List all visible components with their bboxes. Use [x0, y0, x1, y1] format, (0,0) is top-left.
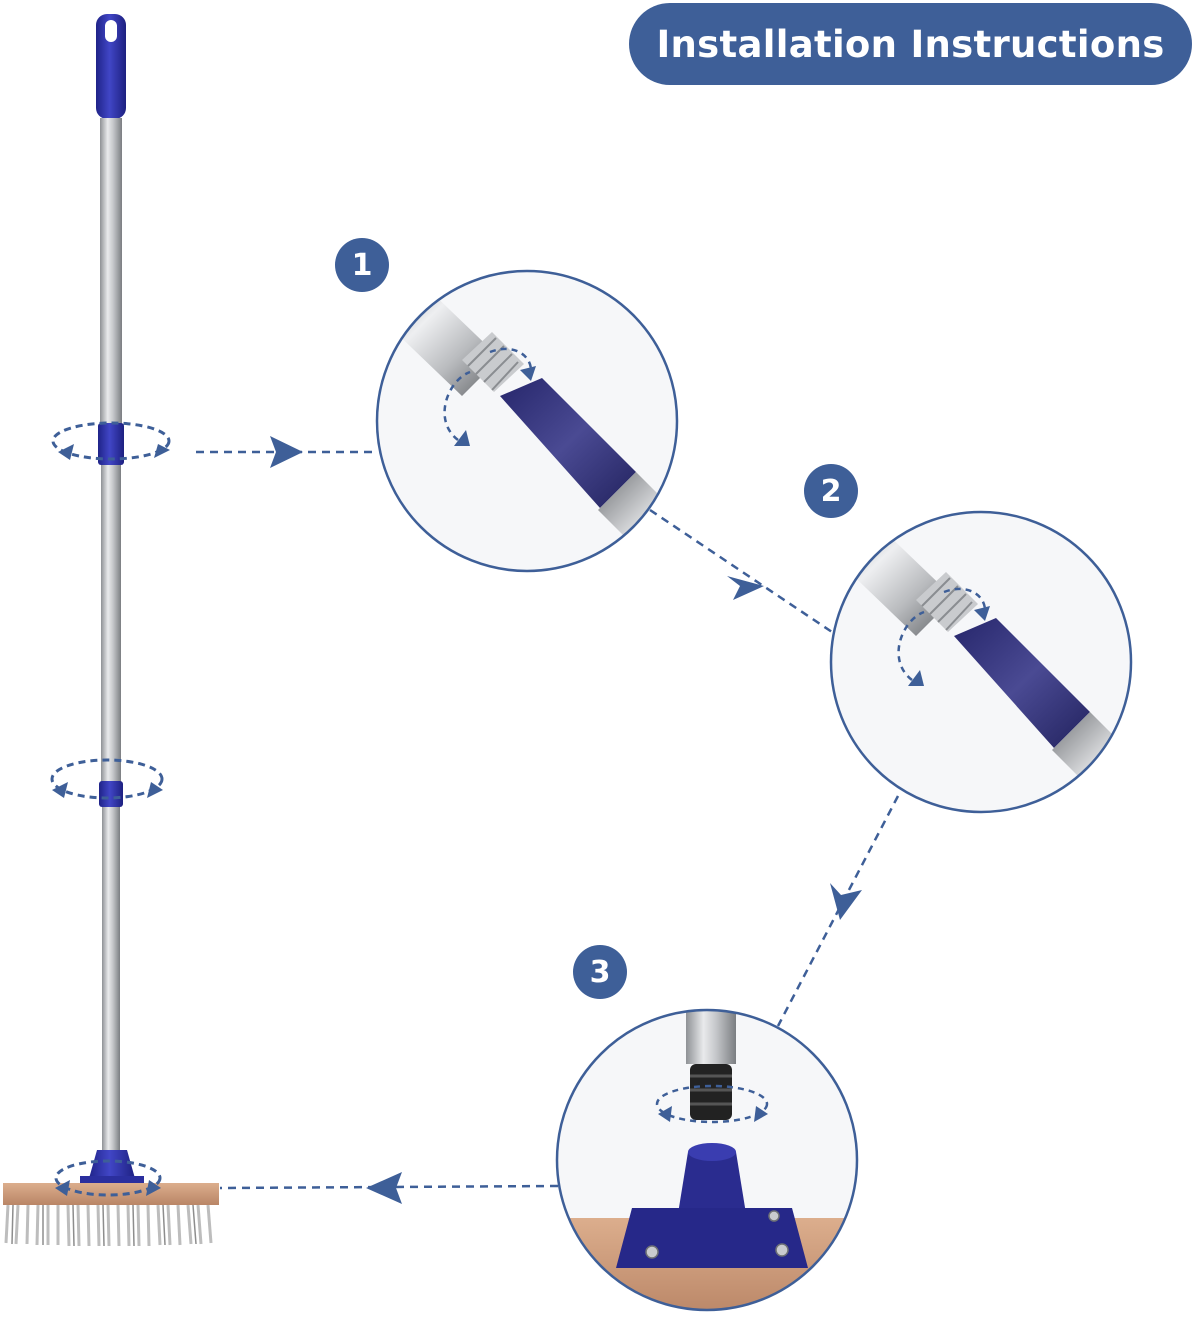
arrowhead-icon — [454, 430, 470, 446]
broom-illustration — [3, 14, 219, 1247]
pole-upper — [100, 118, 122, 424]
rotate-arrow-icon — [50, 758, 164, 800]
brush-head — [3, 1150, 219, 1247]
page-title: Installation Instructions — [629, 3, 1192, 85]
pole-connector-upper — [98, 423, 124, 465]
step-1-detail — [375, 269, 679, 573]
handle-cap — [96, 14, 126, 119]
arrowhead-icon — [52, 782, 68, 798]
arrowhead-icon — [270, 436, 303, 468]
arrowhead-icon — [55, 1180, 70, 1196]
pole-middle — [101, 464, 121, 782]
arrowhead-icon — [727, 576, 764, 600]
step-2-badge: 2 — [804, 464, 858, 518]
arrowhead-icon — [830, 883, 862, 920]
arrowhead-icon — [58, 444, 74, 460]
rotate-arrow-icon — [54, 1159, 162, 1197]
arrowhead-icon — [908, 670, 924, 686]
step-3-badge: 3 — [573, 945, 627, 999]
arrowhead-icon — [147, 782, 163, 798]
arrowhead-icon — [366, 1172, 402, 1204]
arrowhead-icon — [520, 366, 536, 381]
pole-connector-lower — [99, 781, 123, 807]
arrowhead-icon — [658, 1106, 672, 1122]
arrowhead-icon — [754, 1106, 768, 1122]
step-2-detail — [829, 510, 1133, 814]
rotate-arrow-icon — [51, 421, 171, 461]
arrowhead-icon — [146, 1180, 161, 1196]
step-1-badge: 1 — [335, 238, 389, 292]
pole-lower — [102, 806, 120, 1166]
brush-bristles — [4, 1204, 213, 1247]
arrow-step1-to-step2 — [649, 508, 833, 634]
arrowhead-icon — [154, 444, 170, 458]
arrowhead-icon — [974, 606, 990, 621]
rotate-arrow-icon — [655, 1084, 769, 1124]
step-3-detail — [555, 1008, 859, 1312]
